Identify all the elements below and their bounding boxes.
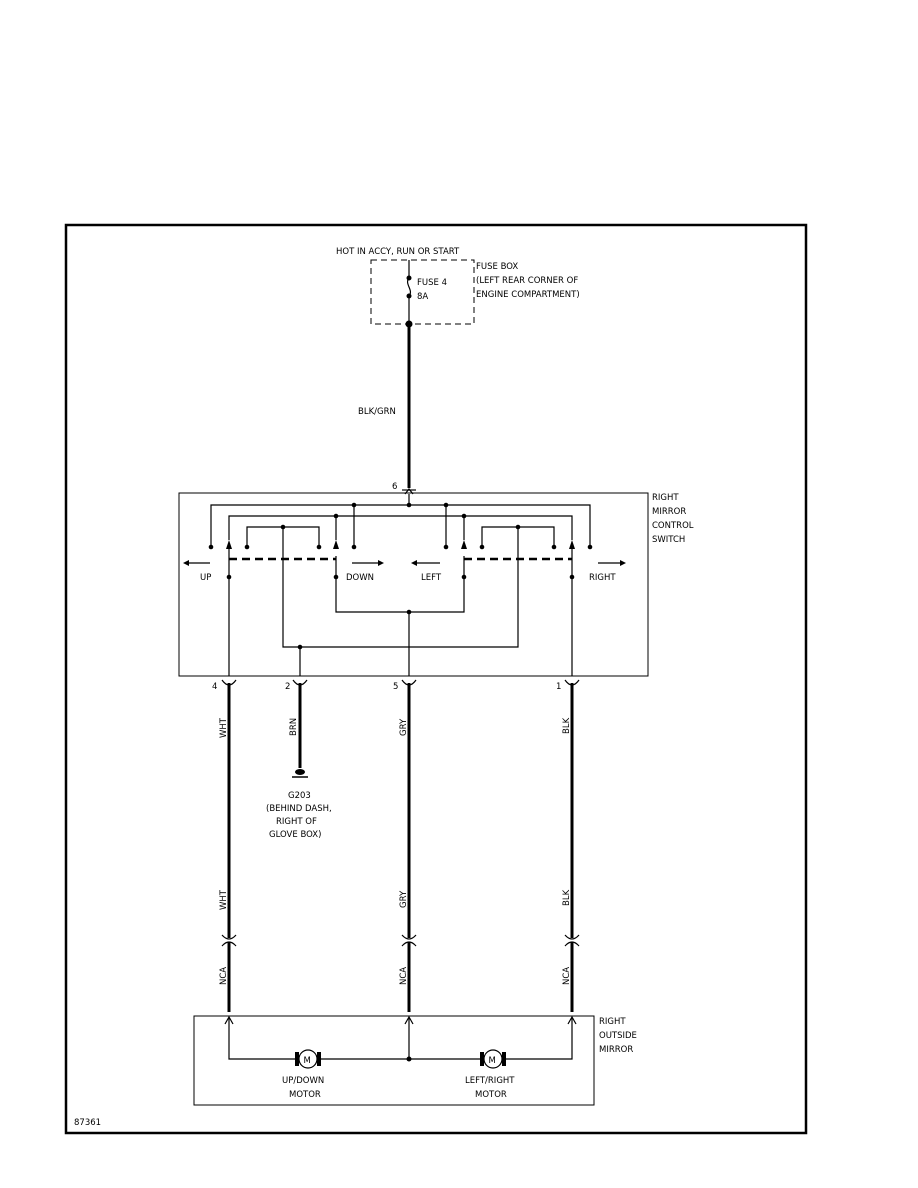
wire-label-nca-2: NCA bbox=[399, 967, 409, 985]
fuse-box-outline bbox=[370, 259, 475, 325]
direction-left: LEFT bbox=[421, 573, 442, 583]
leftright-motor-label-2: MOTOR bbox=[475, 1090, 507, 1100]
mirror-label-2: OUTSIDE bbox=[599, 1031, 637, 1041]
direction-right: RIGHT bbox=[589, 573, 616, 583]
wire-label-blk: BLK bbox=[562, 717, 572, 734]
fuse-icon bbox=[405, 260, 413, 328]
direction-up: UP bbox=[200, 573, 211, 583]
wire-label-gry-lower: GRY bbox=[399, 890, 409, 908]
figure-id: 87361 bbox=[74, 1118, 101, 1128]
wire-label-gry: GRY bbox=[399, 718, 409, 736]
power-source-label: HOT IN ACCY, RUN OR START bbox=[336, 247, 460, 257]
wire-label-blk-lower: BLK bbox=[562, 889, 572, 906]
connector-icon bbox=[402, 488, 416, 495]
switch-label-3: CONTROL bbox=[652, 521, 694, 531]
mirror-switch-box bbox=[178, 492, 649, 677]
ground-location-2: RIGHT OF bbox=[276, 817, 317, 827]
mirror-label-3: MIRROR bbox=[599, 1045, 633, 1055]
diagram-frame bbox=[64, 223, 808, 1135]
updown-motor-symbol: M bbox=[304, 1056, 311, 1066]
wire-label-wht: WHT bbox=[219, 717, 229, 738]
updown-motor-label-2: MOTOR bbox=[289, 1090, 321, 1100]
fuse-box-location-2: ENGINE COMPARTMENT) bbox=[476, 290, 580, 300]
pin-2: 2 bbox=[285, 682, 290, 692]
arrow-icon bbox=[183, 560, 210, 566]
mirror-label-1: RIGHT bbox=[599, 1017, 626, 1027]
leftright-motor-label-1: LEFT/RIGHT bbox=[465, 1076, 515, 1086]
mirror-box bbox=[193, 1015, 595, 1106]
updown-motor-label-1: UP/DOWN bbox=[282, 1076, 324, 1086]
feed-wire-color: BLK/GRN bbox=[358, 407, 396, 417]
motor-icon bbox=[480, 1049, 506, 1069]
switch-label-2: MIRROR bbox=[652, 507, 686, 517]
wire-label-nca-1: NCA bbox=[219, 967, 229, 985]
fuse-rating: 8A bbox=[417, 292, 428, 302]
pin-5: 5 bbox=[393, 682, 398, 692]
arrow-icon bbox=[352, 560, 384, 566]
arrow-icon bbox=[411, 560, 440, 566]
pin-1: 1 bbox=[556, 682, 561, 692]
connector-icon bbox=[221, 679, 580, 686]
fuse-box-title: FUSE BOX bbox=[476, 262, 518, 272]
arrow-icon bbox=[598, 560, 626, 566]
direction-down: DOWN bbox=[346, 573, 374, 583]
connector-icon bbox=[221, 934, 580, 947]
fuse-box-location-1: (LEFT REAR CORNER OF bbox=[476, 276, 578, 286]
wire-label-nca-3: NCA bbox=[562, 967, 572, 985]
fuse-name: FUSE 4 bbox=[417, 278, 447, 288]
wire-label-brn: BRN bbox=[289, 718, 299, 736]
switch-feed-pin: 6 bbox=[392, 482, 397, 492]
ground-icon bbox=[292, 769, 308, 778]
ground-name: G203 bbox=[288, 791, 311, 801]
pin-4: 4 bbox=[212, 682, 217, 692]
ground-location-1: (BEHIND DASH, bbox=[266, 804, 332, 814]
leftright-motor-symbol: M bbox=[489, 1056, 496, 1066]
switch-label-4: SWITCH bbox=[652, 535, 685, 545]
wire-label-wht-lower: WHT bbox=[219, 889, 229, 910]
motor-icon bbox=[295, 1049, 321, 1069]
mirror-internal-wiring bbox=[224, 1015, 577, 1062]
switch-internal-wiring bbox=[208, 494, 593, 676]
ground-location-3: GLOVE BOX) bbox=[269, 830, 321, 840]
switch-label-1: RIGHT bbox=[652, 493, 679, 503]
